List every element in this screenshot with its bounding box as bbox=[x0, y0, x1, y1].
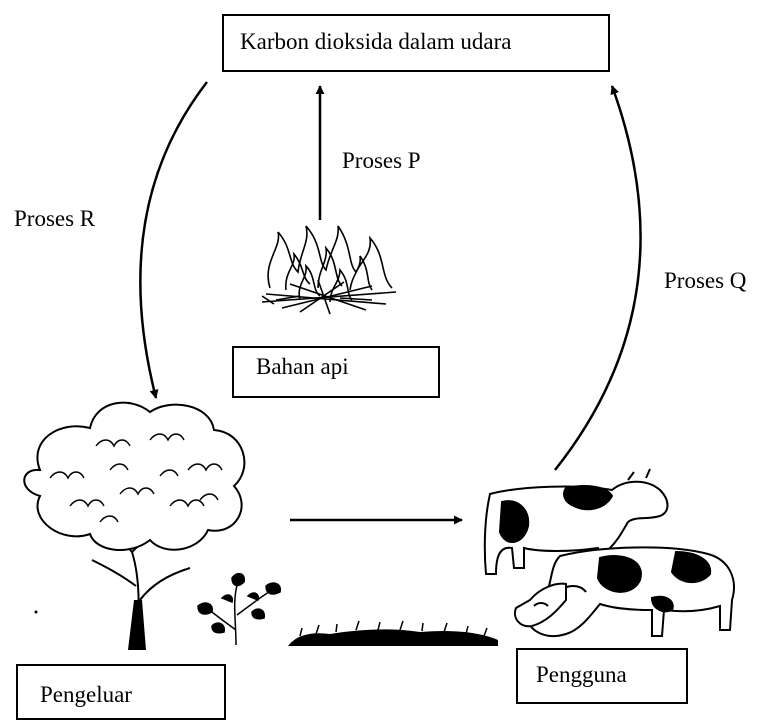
fuel-box: Bahan api bbox=[232, 346, 440, 398]
speck bbox=[34, 610, 38, 614]
shrub-illustration bbox=[197, 572, 282, 646]
arrow-process-q bbox=[554, 85, 642, 471]
arrow-process-r bbox=[139, 81, 208, 399]
process-q-label: Proses Q bbox=[664, 268, 747, 293]
process-p-label: Proses P bbox=[342, 148, 421, 173]
consumer-box: Pengguna bbox=[516, 648, 688, 704]
carbon-dioxide-box: Karbon dioksida dalam udara bbox=[222, 14, 610, 72]
cow-illustration-1 bbox=[483, 468, 669, 575]
process-r-label: Proses R bbox=[14, 206, 96, 231]
consumer-label: Pengguna bbox=[536, 662, 627, 687]
producer-box: Pengeluar bbox=[16, 664, 226, 720]
carbon-dioxide-label: Karbon dioksida dalam udara bbox=[240, 29, 512, 54]
tree-illustration bbox=[23, 401, 246, 651]
fuel-label: Bahan api bbox=[256, 354, 349, 379]
producer-label: Pengeluar bbox=[40, 682, 132, 707]
grass-illustration bbox=[288, 620, 498, 646]
cow-illustration-3 bbox=[514, 582, 567, 628]
campfire-illustration bbox=[261, 225, 397, 315]
